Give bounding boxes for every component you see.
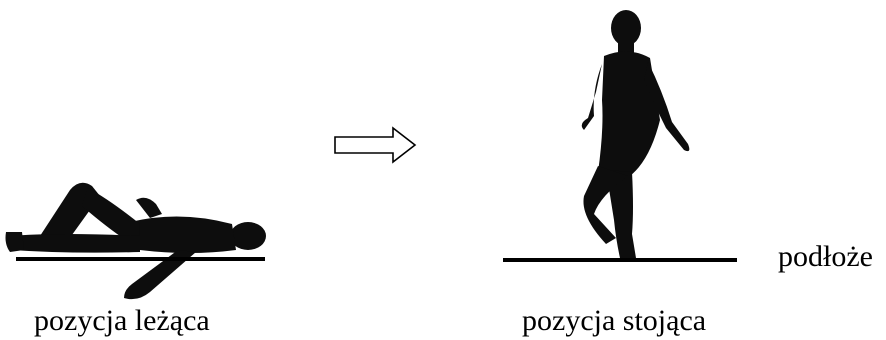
- diagram-graphics: [0, 0, 886, 300]
- standing-position-label: pozycja stojąca: [522, 306, 706, 336]
- lying-position-label: pozycja leżąca: [34, 306, 210, 336]
- right-arrow-icon: [335, 128, 415, 162]
- standing-person-silhouette-icon: [582, 10, 690, 258]
- ground-label: podłoże: [778, 242, 873, 272]
- lying-person-silhouette-icon: [6, 183, 267, 299]
